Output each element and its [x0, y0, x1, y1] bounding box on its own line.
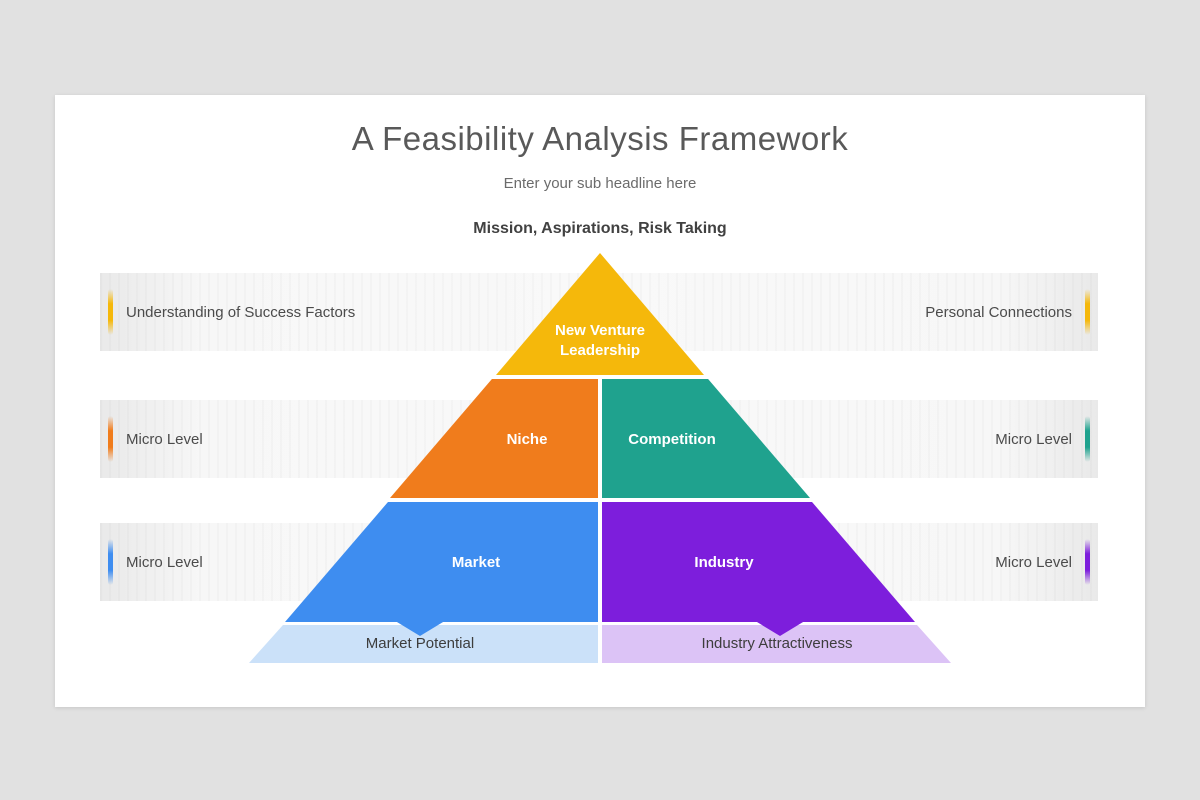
accent-tick-right	[1085, 416, 1090, 462]
accent-tick-left	[108, 289, 113, 335]
label-competition: Competition	[628, 431, 716, 448]
accent-tick-right	[1085, 539, 1090, 585]
bar-right-label: Micro Level	[995, 553, 1072, 571]
accent-tick-left	[108, 539, 113, 585]
label-industry: Industry	[694, 554, 754, 571]
label-niche: Niche	[506, 431, 548, 448]
bar-left-label: Understanding of Success Factors	[126, 303, 356, 321]
slide-canvas: A Feasibility Analysis Framework Enter y…	[55, 95, 1145, 707]
label-industry-attractiveness: Industry Attractiveness	[701, 635, 853, 652]
bar-left-label: Micro Level	[126, 430, 203, 448]
page-title: A Feasibility Analysis Framework	[351, 120, 849, 157]
bar-left-label: Micro Level	[126, 553, 203, 571]
label-leadership: New Venture Leadership	[554, 322, 646, 359]
pyramid-center-divider	[598, 377, 602, 663]
accent-tick-right	[1085, 289, 1090, 335]
bar-right-label: Micro Level	[995, 430, 1072, 448]
bar-right-label: Personal Connections	[925, 303, 1072, 321]
page-subtitle: Enter your sub headline here	[503, 175, 697, 192]
label-market: Market	[451, 554, 501, 571]
label-market-potential: Market Potential	[365, 635, 475, 652]
apex-caption: Mission, Aspirations, Risk Taking	[473, 220, 727, 237]
accent-tick-left	[108, 416, 113, 462]
